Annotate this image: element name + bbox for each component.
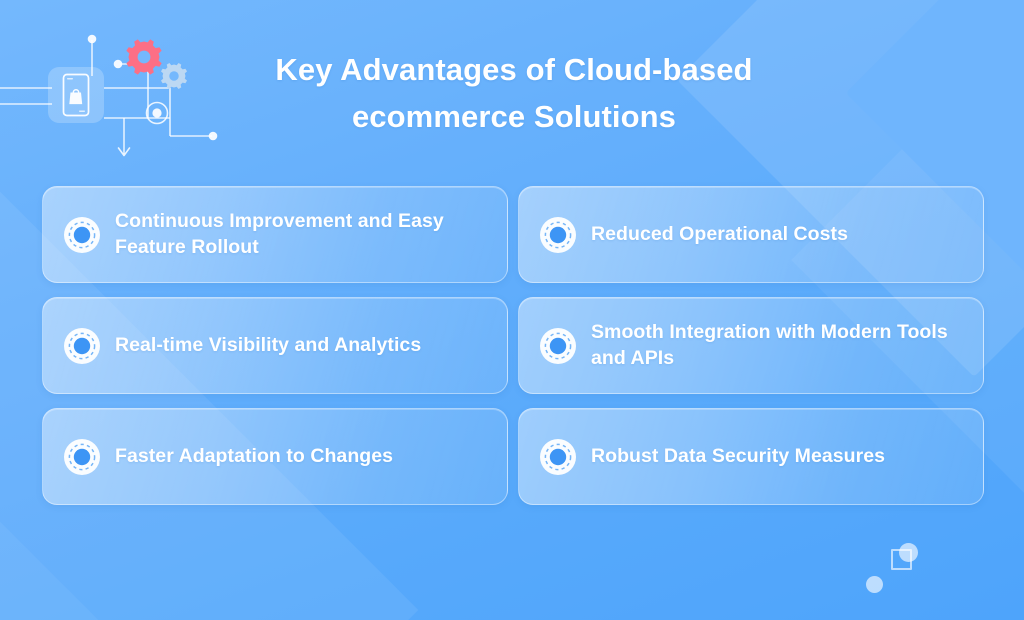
target-ring-icon	[63, 327, 101, 365]
circle-shape-large	[899, 543, 918, 562]
page-title: Key Advantages of Cloud-based ecommerce …	[210, 46, 818, 140]
advantage-card-label: Real-time Visibility and Analytics	[115, 333, 422, 356]
advantage-card[interactable]: Faster Adaptation to Changes	[42, 408, 508, 505]
advantage-card-label: Faster Adaptation to Changes	[115, 444, 394, 467]
target-ring-icon	[63, 438, 101, 476]
target-ring-icon	[539, 327, 577, 365]
target-ring-icon	[539, 438, 577, 476]
advantages-grid: Continuous Improvement and Easy Feature …	[42, 186, 984, 505]
advantage-card-label: Reduced Operational Costs	[591, 222, 848, 245]
advantage-card[interactable]: Real-time Visibility and Analytics	[42, 297, 508, 394]
page-title-line-1: Key Advantages of Cloud-based	[275, 52, 753, 87]
advantage-card[interactable]: Smooth Integration with Modern Tools and…	[518, 297, 984, 394]
target-ring-icon	[63, 216, 101, 254]
ecommerce-circuit-illustration	[0, 18, 250, 168]
advantage-card-label: Robust Data Security Measures	[591, 444, 886, 467]
advantage-card-label: Continuous Improvement and Easy Feature …	[115, 209, 444, 258]
page-title-line-2: ecommerce Solutions	[351, 99, 677, 135]
target-ring-icon	[539, 216, 577, 254]
circle-shape-small	[866, 576, 883, 593]
advantage-card[interactable]: Robust Data Security Measures	[518, 408, 984, 505]
advantage-card[interactable]: Continuous Improvement and Easy Feature …	[42, 186, 508, 283]
advantage-card-label: Smooth Integration with Modern Tools and…	[591, 320, 948, 369]
advantage-card[interactable]: Reduced Operational Costs	[518, 186, 984, 283]
